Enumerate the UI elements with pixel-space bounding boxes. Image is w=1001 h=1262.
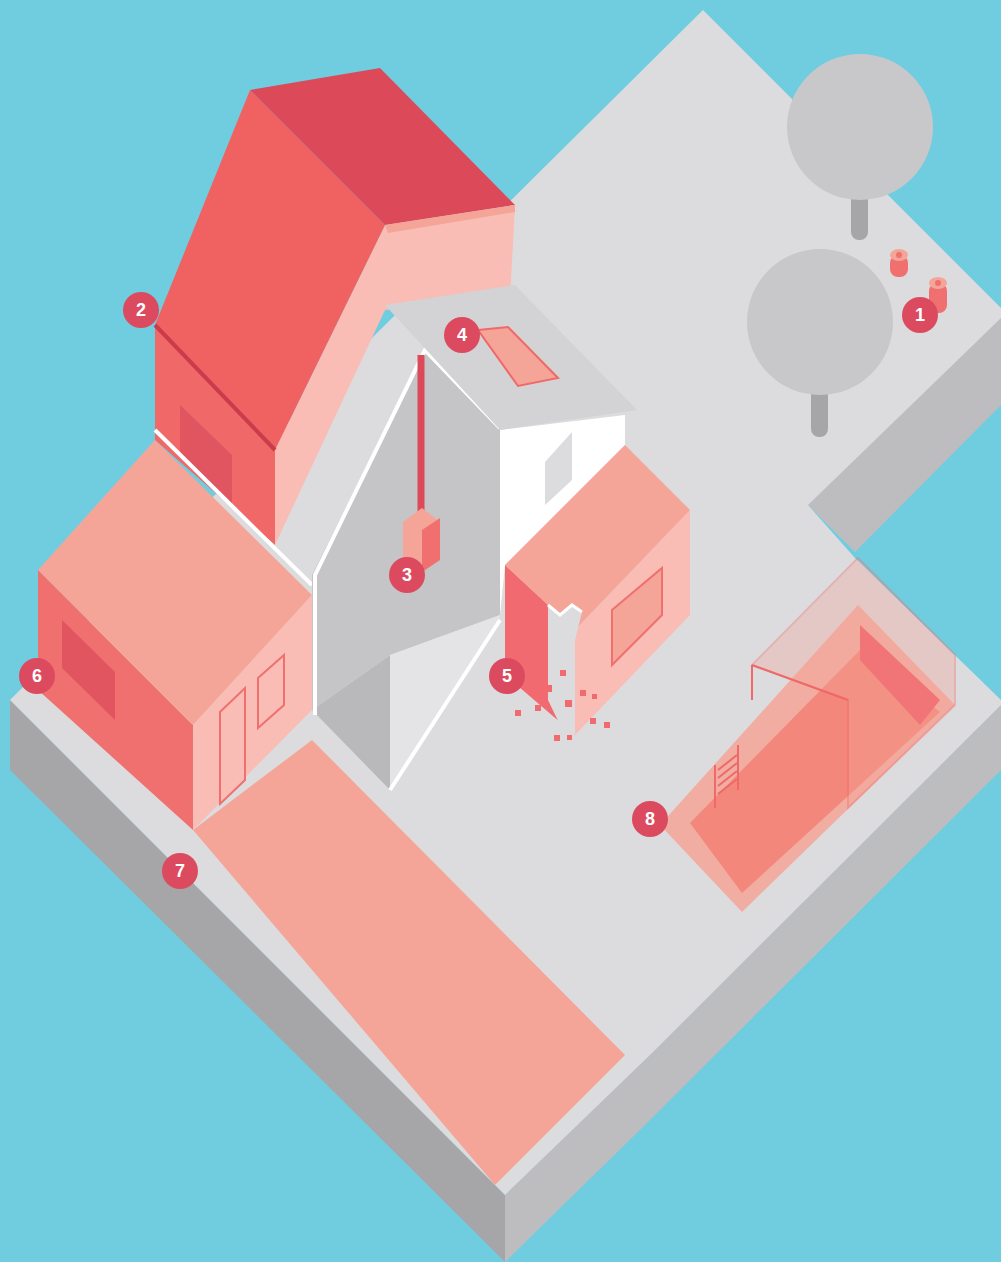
cutaway-wall <box>312 655 390 790</box>
platform-top <box>10 10 1001 1195</box>
bin <box>896 252 902 258</box>
roof-trim <box>155 325 275 450</box>
pool-ladder <box>715 745 738 808</box>
callout-number: 3 <box>389 557 425 593</box>
damaged-wall <box>548 605 582 735</box>
tree <box>747 249 893 395</box>
callout-number-text: 6 <box>32 667 42 685</box>
wall-edge <box>155 430 312 585</box>
cutaway-floor <box>312 615 500 790</box>
callout-number: 8 <box>632 801 668 837</box>
stove-pipe <box>418 355 425 520</box>
pool-enclosure <box>752 665 848 700</box>
roof <box>505 445 690 630</box>
damaged-wall <box>548 605 582 615</box>
pool-enclosure <box>751 665 753 700</box>
callout-number: 4 <box>444 317 480 353</box>
callout-number-text: 3 <box>402 566 412 584</box>
roof-trim <box>385 205 515 233</box>
debris <box>515 670 610 741</box>
tree <box>787 54 933 200</box>
callout-number: 1 <box>902 297 938 333</box>
callout-number: 2 <box>123 292 159 328</box>
callout-number-text: 1 <box>915 306 925 324</box>
building-window <box>545 432 572 505</box>
callout-number: 6 <box>19 658 55 694</box>
driveway <box>193 740 625 1185</box>
stove <box>422 518 440 572</box>
callout-number-text: 8 <box>645 810 655 828</box>
roof <box>38 440 312 725</box>
callout-number: 5 <box>489 658 525 694</box>
house-window <box>258 655 284 728</box>
callout-number-text: 4 <box>457 326 467 344</box>
callout-number-text: 5 <box>502 667 512 685</box>
callout-number-text: 2 <box>136 301 146 319</box>
bin <box>890 249 908 261</box>
callout-number: 7 <box>162 853 198 889</box>
bin <box>929 277 947 289</box>
roof <box>250 68 515 225</box>
house-door <box>220 688 245 804</box>
wall-edge <box>390 620 500 790</box>
skylight <box>478 327 558 386</box>
pool-enclosure <box>752 558 955 808</box>
bin <box>935 280 941 286</box>
callout-number-text: 7 <box>175 862 185 880</box>
